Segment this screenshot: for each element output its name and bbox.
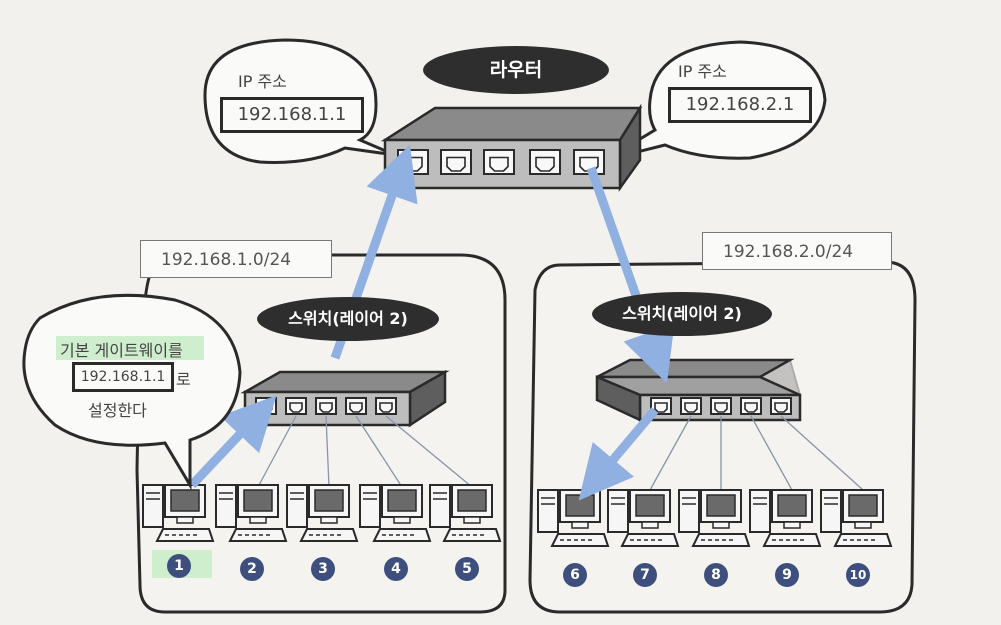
cable-left-5 — [385, 415, 473, 488]
arrow-switch-to-pc6 — [578, 407, 659, 501]
cable-left-3 — [325, 415, 330, 488]
pc-number-8: 8 — [704, 563, 728, 587]
cable-right-5 — [780, 415, 864, 491]
pc-number-2: 2 — [240, 557, 264, 581]
network-left-address: 192.168.1.0/24 — [140, 240, 332, 278]
switch-left-port-2 — [285, 397, 307, 415]
switch-device-left — [240, 369, 450, 428]
router-port-3 — [483, 149, 515, 175]
switch-right-port-4 — [740, 397, 762, 415]
gateway-callout-line1: 기본 게이트웨이를 — [60, 341, 183, 360]
router-right-ip: 192.168.2.1 — [668, 87, 812, 123]
pc-number-1: 1 — [167, 554, 191, 578]
gateway-callout-suffix: 로 — [176, 370, 191, 389]
pc-number-6: 6 — [563, 563, 587, 587]
pc-number-7: 7 — [633, 563, 657, 587]
switch-right-port-5 — [770, 397, 792, 415]
router-left-ip: 192.168.1.1 — [220, 97, 364, 133]
switch-left-label: 스위치(레이어 2) — [257, 297, 439, 341]
gateway-text-highlight — [56, 336, 204, 360]
pc-number-4: 4 — [384, 557, 408, 581]
router-right-callout-title: IP 주소 — [678, 62, 727, 81]
network-right-address: 192.168.2.0/24 — [702, 232, 892, 270]
pc-10 — [820, 489, 893, 547]
pc-number-5: 5 — [455, 557, 479, 581]
switch-left-port-3 — [315, 397, 337, 415]
cable-right-2 — [649, 415, 692, 491]
router-device — [380, 103, 643, 192]
cable-left-4 — [355, 415, 403, 488]
pc-3 — [286, 484, 359, 542]
switch-right-port-2 — [680, 397, 702, 415]
router-left-callout-title: IP 주소 — [238, 72, 287, 91]
arrow-pc1-to-switch — [188, 395, 277, 489]
pc-6 — [537, 489, 610, 547]
switch-right-port-3 — [710, 397, 732, 415]
router-port-1 — [397, 149, 429, 175]
gateway-callout-ip: 192.168.1.1 — [72, 362, 174, 392]
pc-8 — [678, 489, 751, 547]
pc-number-10: 10 — [846, 563, 870, 587]
pc-number-3: 3 — [311, 557, 335, 581]
pc-number-9: 9 — [775, 563, 799, 587]
cable-right-4 — [750, 415, 793, 491]
pc-1 — [142, 484, 215, 542]
switch-right-port-1 — [650, 397, 672, 415]
pc-2 — [215, 484, 288, 542]
router-port-4 — [529, 149, 561, 175]
router-label: 라우터 — [423, 46, 609, 94]
router-port-2 — [440, 149, 472, 175]
pc-9 — [749, 489, 822, 547]
pc-4 — [359, 484, 432, 542]
cable-left-2 — [257, 415, 297, 488]
gateway-callout-line3: 설정한다 — [88, 401, 147, 420]
pc-5 — [429, 484, 502, 542]
switch-left-port-4 — [345, 397, 367, 415]
switch-right-label: 스위치(레이어 2) — [592, 292, 772, 336]
switch-device-right — [595, 358, 802, 422]
switch-left-port-5 — [375, 397, 397, 415]
switch-left-port-1 — [255, 397, 277, 415]
